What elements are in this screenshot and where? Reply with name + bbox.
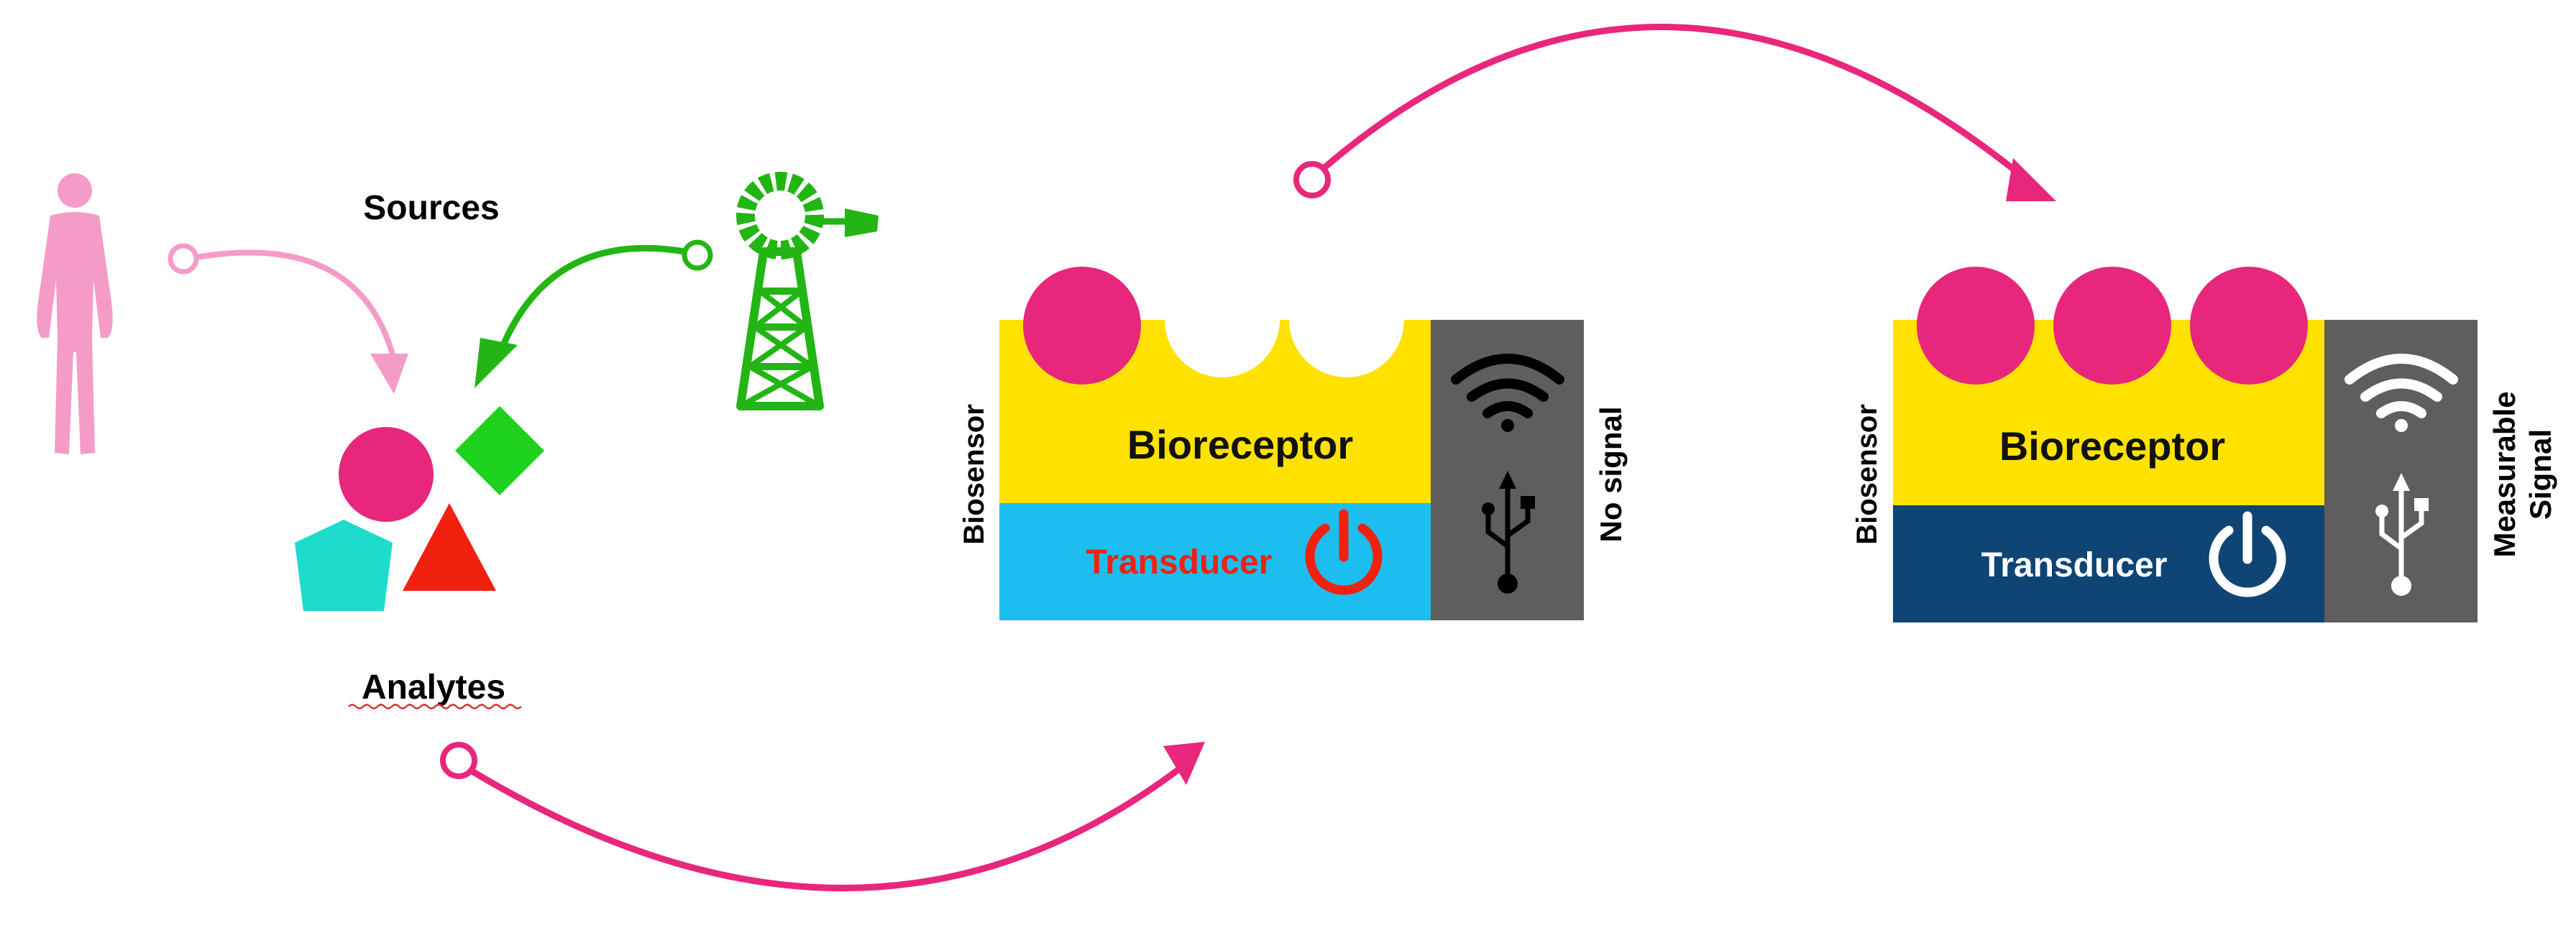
windmill-icon — [736, 172, 879, 410]
bound-analyte — [2190, 267, 2308, 385]
bioreceptor-label: Bioreceptor — [1127, 422, 1353, 467]
power-icon — [1305, 509, 1383, 595]
usb-icon — [1482, 471, 1535, 594]
transducer-layer — [999, 503, 1431, 620]
analyte-circle — [339, 427, 434, 522]
biosensor-right: Biosensor Bioreceptor Transducer Meas — [1851, 267, 2557, 622]
biosensor-left-label: Biosensor — [958, 404, 990, 545]
bound-analyte — [2053, 267, 2171, 385]
transducer-label: Transducer — [1981, 546, 2168, 584]
biosensor-right-label: Biosensor — [1851, 404, 1883, 545]
analytes-to-sensor-arrow — [440, 742, 1205, 891]
bound-analyte — [1917, 267, 2035, 385]
signal-label: Signal — [2524, 429, 2557, 520]
analytes-label: Analytes — [362, 668, 505, 707]
transducer-layer — [1893, 505, 2324, 622]
no-signal-label: No signal — [1594, 406, 1628, 542]
measurable-label: Measurable — [2488, 391, 2521, 557]
sensor-to-sensor-arrow — [1293, 24, 2056, 201]
power-icon — [2209, 511, 2286, 597]
bound-analyte — [1023, 267, 1141, 385]
person-to-analytes-arrow — [168, 243, 408, 394]
spellcheck-underline — [348, 704, 522, 709]
sources-label: Sources — [363, 189, 499, 227]
transducer-label: Transducer — [1086, 543, 1273, 581]
analyte-triangle — [403, 503, 496, 591]
bioreceptor-label: Bioreceptor — [1999, 423, 2225, 469]
analyte-shapes — [295, 406, 544, 611]
person-icon — [37, 173, 113, 454]
windmill-to-analytes-arrow — [475, 239, 713, 388]
usb-icon — [2375, 473, 2429, 596]
analyte-diamond — [455, 406, 544, 495]
biosensor-left: Biosensor Bioreceptor Transducer — [958, 260, 1628, 620]
analyte-pentagon — [295, 520, 393, 611]
wifi-icon — [2344, 354, 2458, 432]
wifi-icon — [1451, 354, 1564, 432]
